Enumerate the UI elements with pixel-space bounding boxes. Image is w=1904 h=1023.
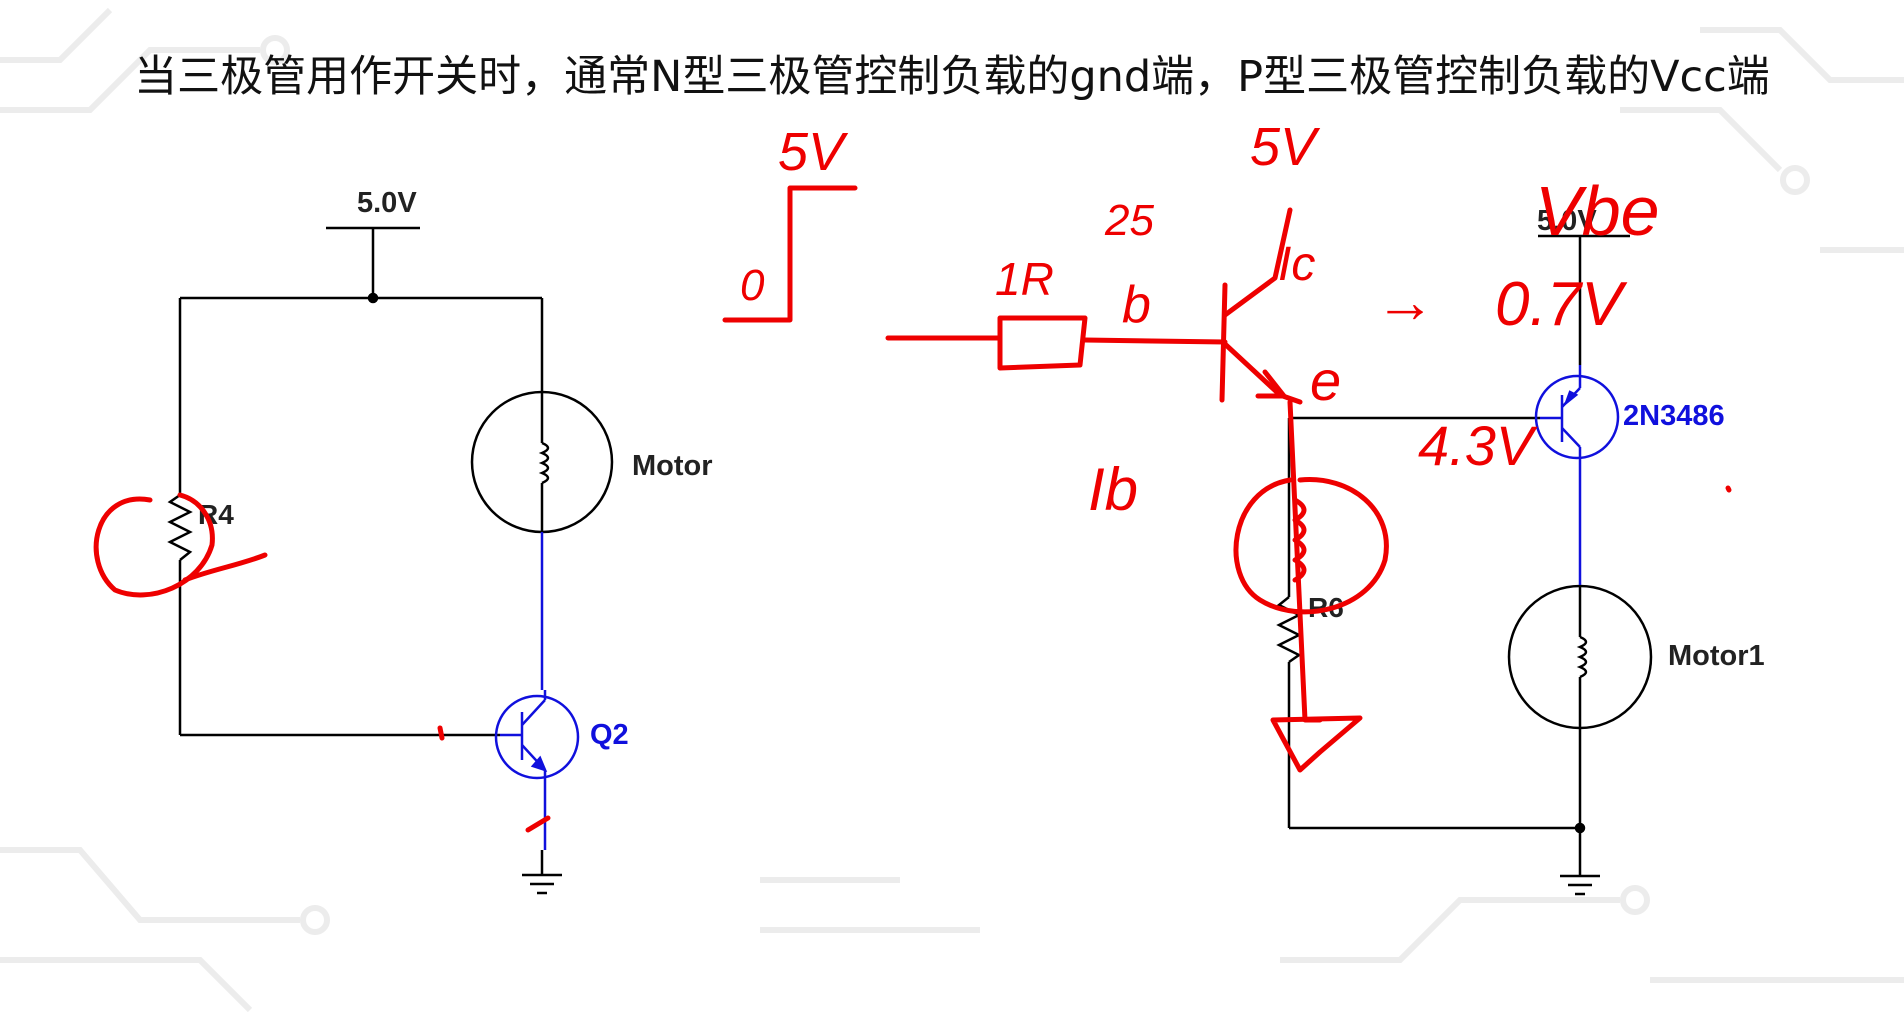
ink-25: 25	[1104, 196, 1154, 245]
ink-ib: Ib	[1088, 456, 1138, 523]
ink-tail-r4	[182, 552, 268, 583]
left-motor-label: Motor	[632, 450, 713, 482]
ink-b: b	[1122, 276, 1151, 334]
ink-resistor-box	[997, 315, 1088, 371]
ink-collector	[1222, 207, 1293, 318]
ink-ic: Ic	[1278, 238, 1315, 291]
ink-4-3v: 4.3V	[1418, 414, 1538, 477]
ink-loop-load	[1233, 477, 1389, 615]
ink-tick-emitter	[525, 815, 551, 833]
left-npn-transistor	[494, 532, 580, 850]
ink-5v-mid: 5V	[1250, 117, 1321, 177]
ink-loop-r4	[93, 492, 215, 598]
ink-base-bar	[1219, 282, 1228, 403]
ink-dot	[1725, 485, 1732, 493]
ink-zero: 0	[740, 261, 765, 310]
ink-e: e	[1310, 349, 1341, 412]
right-supply-label: 5.0V	[1537, 205, 1597, 237]
ink-5v-left: 5V	[778, 122, 849, 182]
ink-coil	[1292, 497, 1307, 583]
left-transistor-label: Q2	[590, 719, 629, 751]
left-supply-label: 5.0V	[357, 187, 417, 219]
ink-emitter-arrow	[1255, 369, 1287, 399]
ink-base-wire	[1082, 337, 1228, 345]
ink-1r: 1R	[995, 253, 1054, 305]
ink-tick-base	[437, 725, 445, 741]
ink-vbe: Vbe	[1535, 172, 1660, 250]
background-pattern	[0, 7, 1904, 1013]
ink-0-7v: 0.7V	[1495, 270, 1628, 339]
ink-step-signal	[722, 185, 858, 323]
ink-arrow: →	[1375, 268, 1435, 335]
right-circuit	[1276, 234, 1653, 896]
right-transistor-label: 2N3486	[1623, 400, 1725, 432]
ink-labels: 5V 0 1R 25 b 5V Ic e Ib → Vbe 0.7V 4.3V	[740, 117, 1660, 523]
slide-title: 当三极管用作开关时，通常N型三极管控制负载的gnd端，P型三极管控制负载的Vcc…	[134, 52, 1770, 102]
ink-ground-triangle	[1270, 715, 1363, 773]
ink-strokes	[93, 185, 1732, 833]
right-motor-label: Motor1	[1668, 640, 1765, 672]
right-pnp-transistor	[1534, 365, 1620, 585]
